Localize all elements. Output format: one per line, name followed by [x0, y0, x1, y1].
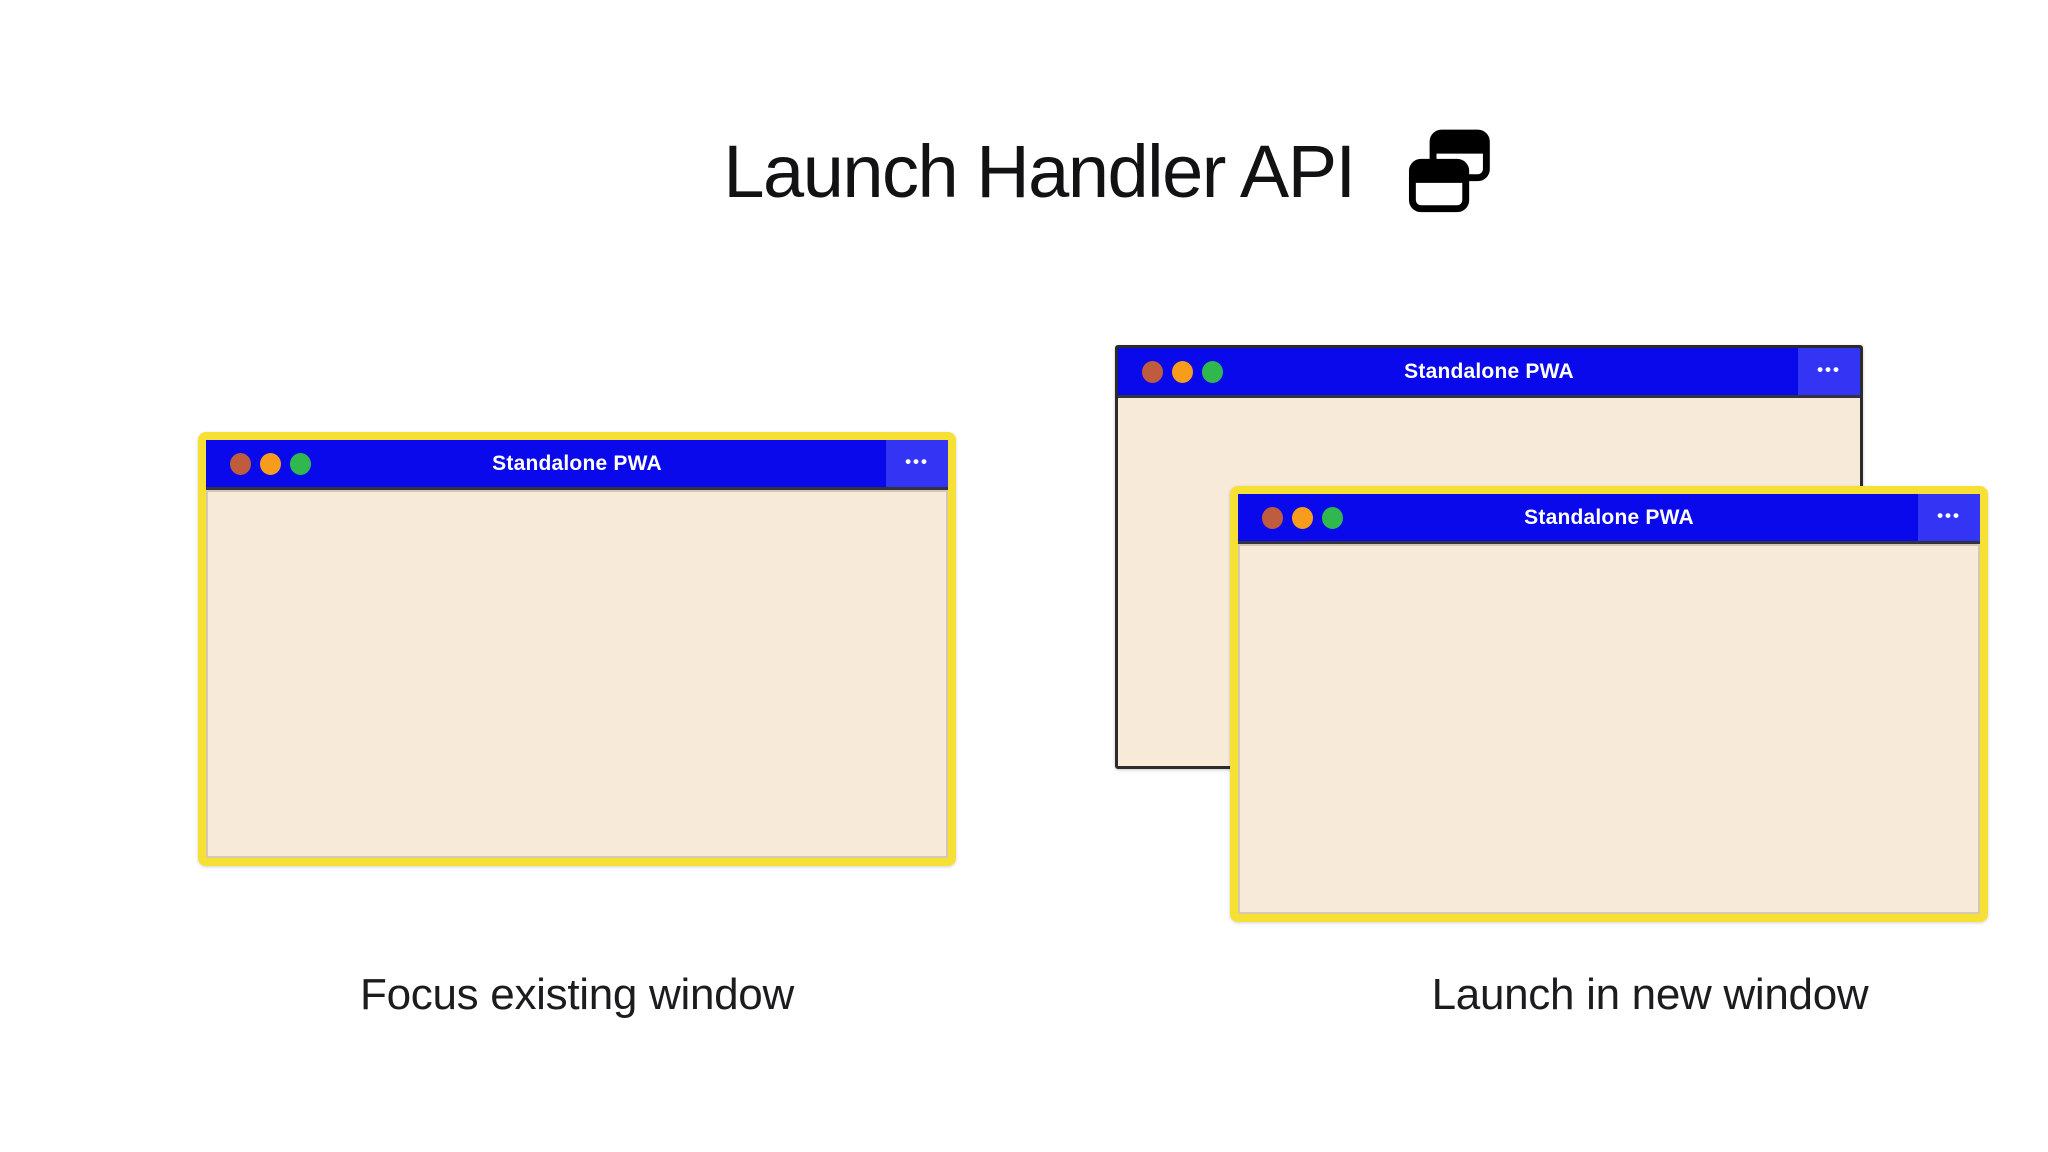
overflow-menu-button: •••: [1798, 348, 1860, 395]
traffic-lights: [230, 452, 311, 475]
ellipsis-icon: •••: [1817, 360, 1841, 379]
traffic-lights: [1262, 506, 1343, 529]
traffic-light-close-icon: [1262, 506, 1283, 529]
caption-focus-existing: Focus existing window: [360, 970, 794, 1019]
pwa-window-focus-existing: Standalone PWA •••: [198, 432, 956, 866]
traffic-light-close-icon: [230, 452, 251, 475]
window-title: Standalone PWA: [1404, 359, 1574, 383]
overflow-menu-button: •••: [1918, 494, 1980, 541]
traffic-light-maximize-icon: [1202, 360, 1223, 383]
pwa-window-launch-front: Standalone PWA •••: [1230, 486, 1988, 922]
traffic-light-maximize-icon: [290, 452, 311, 475]
traffic-light-minimize-icon: [1292, 506, 1313, 529]
window-title: Standalone PWA: [492, 451, 662, 475]
diagram-header: Launch Handler API: [723, 128, 1492, 216]
traffic-light-minimize-icon: [260, 452, 281, 475]
window-titlebar: Standalone PWA •••: [1118, 348, 1860, 398]
traffic-lights: [1142, 360, 1223, 383]
ellipsis-icon: •••: [905, 452, 929, 471]
window-title: Standalone PWA: [1524, 505, 1694, 529]
ellipsis-icon: •••: [1937, 506, 1961, 525]
window-titlebar: Standalone PWA •••: [206, 440, 948, 490]
traffic-light-minimize-icon: [1172, 360, 1193, 383]
overflow-menu-button: •••: [886, 440, 948, 487]
traffic-light-close-icon: [1142, 360, 1163, 383]
traffic-light-maximize-icon: [1322, 506, 1343, 529]
window-content: [1238, 544, 1980, 914]
page-title: Launch Handler API: [723, 130, 1356, 214]
window-content: [206, 490, 948, 858]
window-titlebar: Standalone PWA •••: [1238, 494, 1980, 544]
overlapping-windows-icon: [1409, 129, 1491, 213]
caption-launch-new: Launch in new window: [1431, 970, 1869, 1019]
